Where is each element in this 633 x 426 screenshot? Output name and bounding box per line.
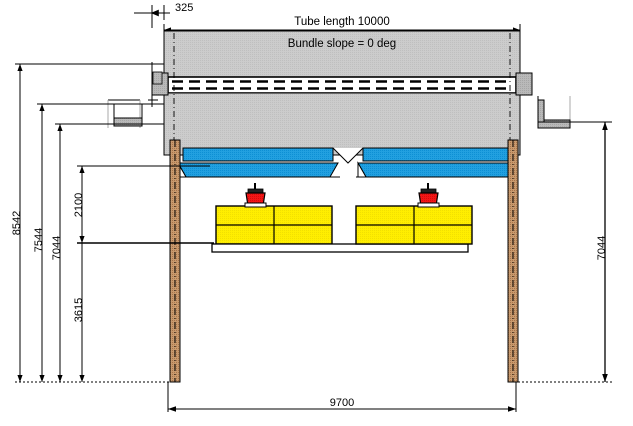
dimension-7044-left-label: 7044 [51,236,63,260]
dimension-witness-lines [15,63,214,383]
dimension-3615: 3615 [73,243,85,382]
dimension-325-label: 325 [175,2,193,14]
right-platform [355,205,473,245]
right-support-shoe [537,96,571,129]
tube-bundle [151,30,533,156]
dimension-3615-label: 3615 [73,298,85,322]
dimension-top-offset: 325 [134,2,193,28]
left-column [169,139,181,383]
right-hopper [356,147,519,178]
dimension-9700: 9700 [167,382,517,412]
dimension-2100: 2100 [73,166,85,243]
left-platform [211,205,469,253]
dimension-2100-label: 2100 [73,193,85,217]
dimension-8542: 8542 [11,64,23,382]
dimension-8542-label: 8542 [11,211,23,235]
dimension-7044-left: 7044 [51,124,63,382]
dimension-7544-label: 7544 [33,228,45,252]
dimension-7044-right-label: 7044 [596,236,608,260]
bundle-slope-label: Bundle slope = 0 deg [288,38,396,50]
left-hopper [176,147,340,178]
dimension-7544: 7544 [33,104,45,382]
dimension-9700-label: 9700 [330,397,354,409]
right-vessel [417,183,440,208]
left-vessel [244,183,267,208]
tube-length-label: Tube length 10000 [294,16,390,28]
left-support-shoe [107,99,143,128]
dimension-7044-right: 7044 [518,121,612,383]
right-column [507,139,519,383]
